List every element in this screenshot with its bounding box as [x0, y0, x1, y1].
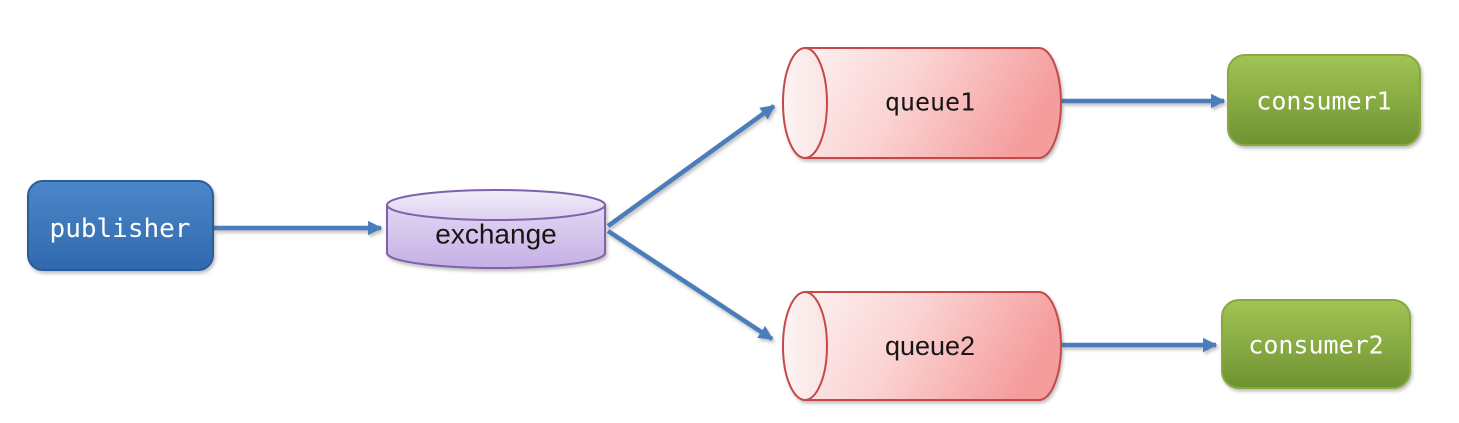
exchange-cylinder-body — [386, 204, 606, 269]
queue1-label: queue1 — [885, 88, 975, 117]
consumer2-box — [1221, 299, 1411, 389]
queue2-cylinder-body — [804, 291, 1062, 401]
exchange-label: exchange — [435, 219, 556, 250]
queue2-label: queue2 — [885, 331, 975, 361]
arrow-exchange-to-queue2 — [606, 229, 774, 341]
consumer2-label: consumer2 — [1248, 331, 1383, 360]
node-consumer1: consumer1 — [1227, 54, 1421, 146]
queue1-cylinder-cap — [782, 47, 828, 159]
queue1-cylinder-body — [804, 47, 1062, 159]
consumer1-label: consumer1 — [1256, 87, 1391, 116]
arrow-exchange-to-queue1 — [606, 104, 776, 228]
publisher-box — [27, 180, 214, 271]
node-queue2: queue2 — [782, 291, 1062, 401]
publisher-label: publisher — [50, 214, 191, 244]
node-publisher: publisher — [27, 180, 214, 271]
node-exchange: exchange — [386, 189, 606, 269]
queue2-cylinder-cap — [782, 291, 828, 401]
node-consumer2: consumer2 — [1221, 299, 1411, 389]
exchange-cylinder-top — [386, 189, 606, 221]
node-queue1: queue1 — [782, 47, 1062, 159]
consumer1-box — [1227, 54, 1421, 146]
